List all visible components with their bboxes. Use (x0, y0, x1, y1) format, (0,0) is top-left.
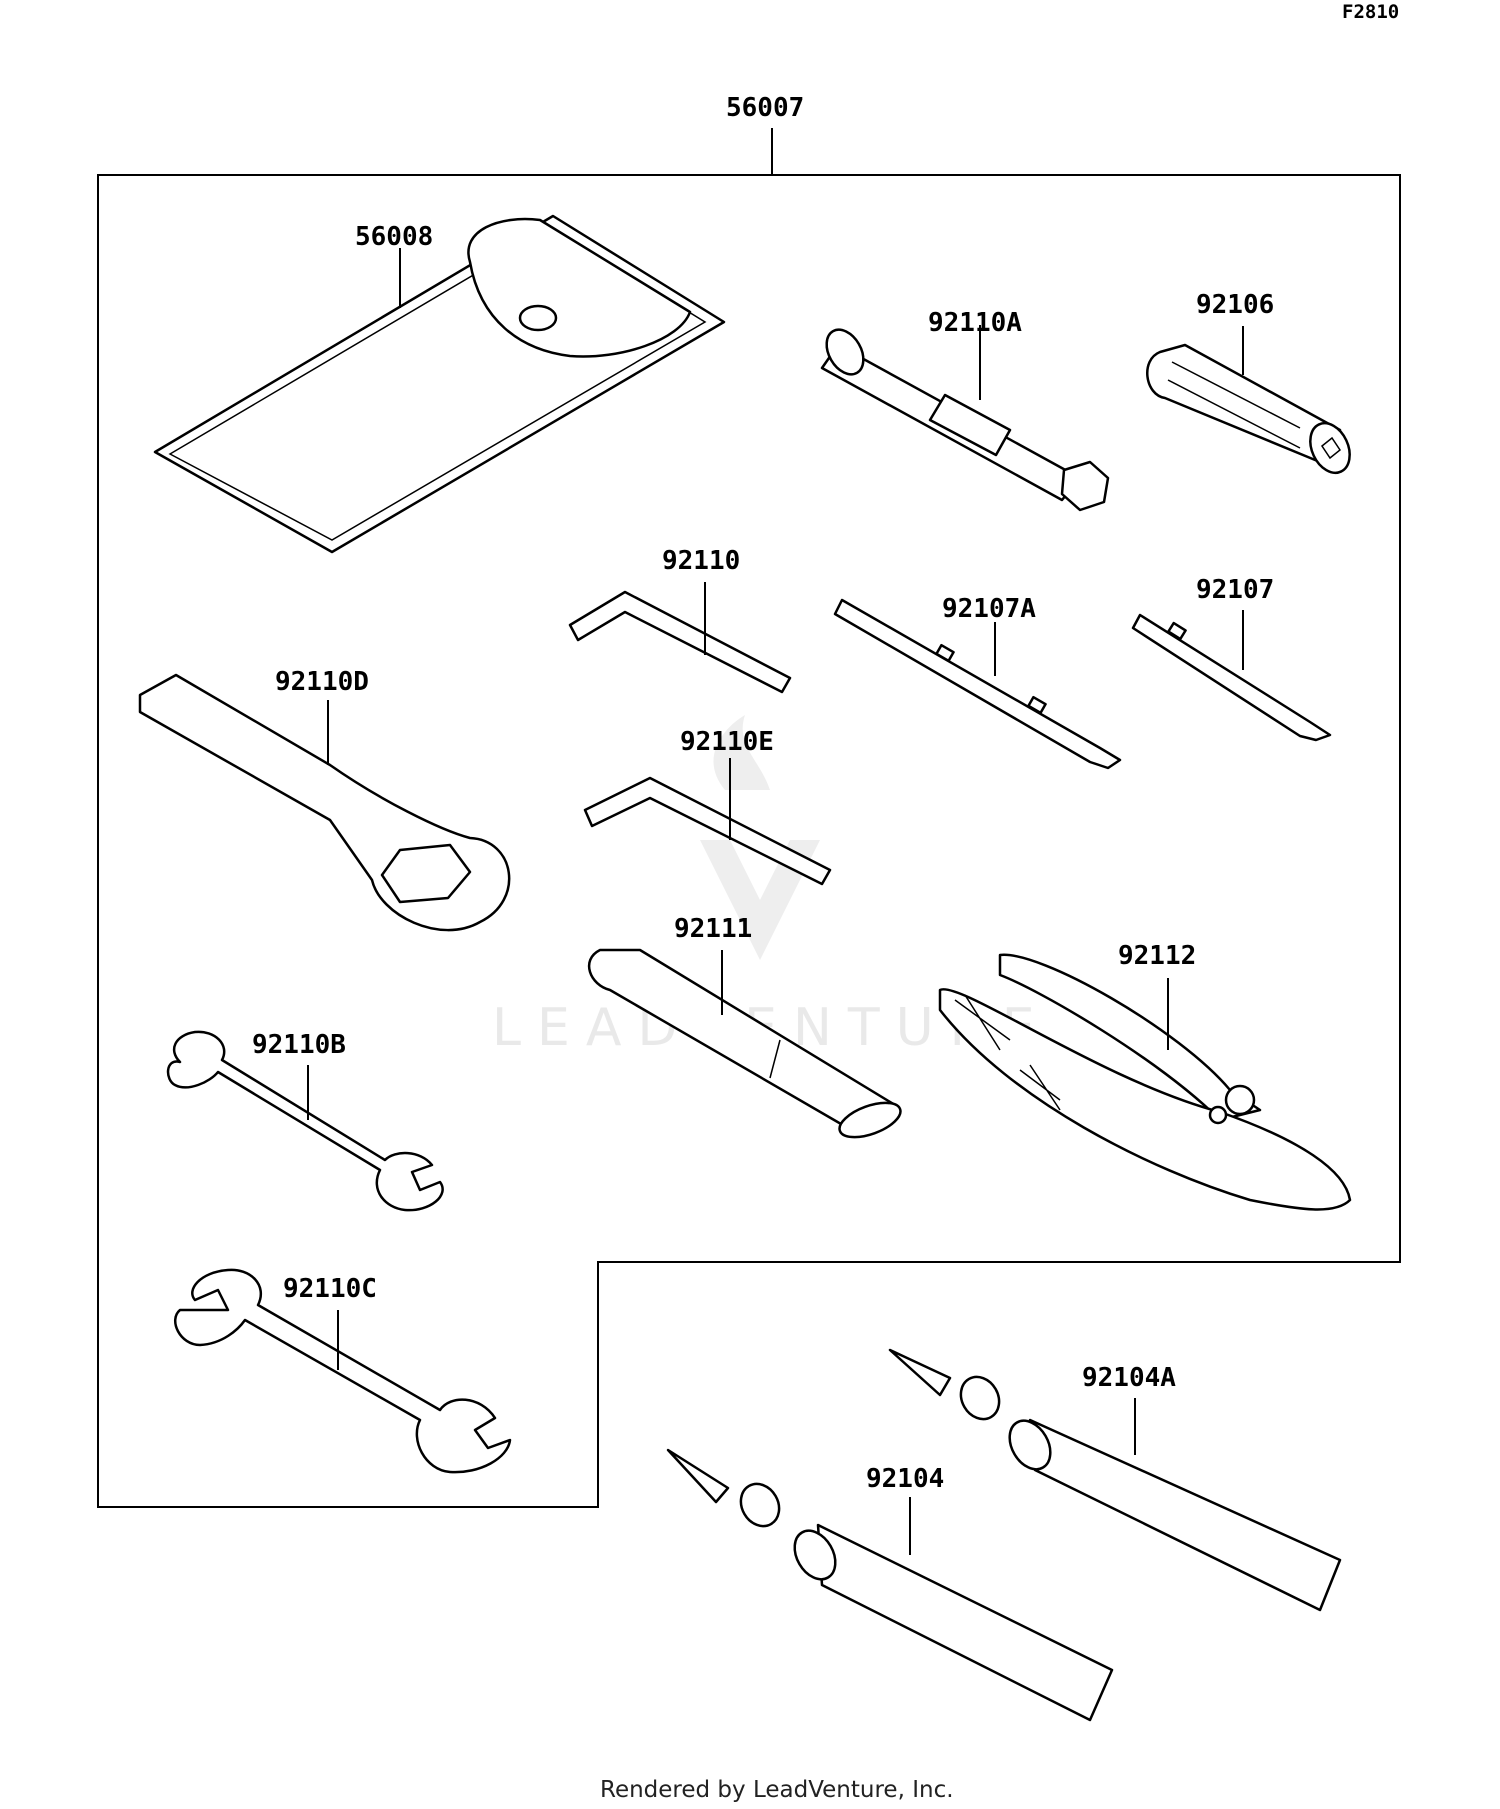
ring-spanner-92110D: 92110D (138, 667, 511, 932)
hex-key-92110E: 92110E (583, 727, 832, 886)
label-92107A: 92107A (942, 594, 1036, 624)
label-92104A: 92104A (1082, 1363, 1176, 1393)
label-92110E: 92110E (680, 727, 774, 757)
label-92110: 92110 (662, 546, 740, 576)
assembly-frame: 56007 (97, 93, 1401, 1508)
wrench-92110B: 92110B (166, 1030, 444, 1212)
hex-key-92110: 92110 (568, 546, 792, 694)
box-spanner-92110A: 92110A (820, 308, 1110, 512)
label-92110B: 92110B (252, 1030, 346, 1060)
pliers-92112: 92112 (938, 941, 1352, 1211)
tool-pouch-56008: 56008 (153, 214, 726, 554)
grease-tube-92104: 92104 (666, 1448, 1114, 1722)
extension-bar-92111: 92111 (588, 914, 902, 1139)
wrench-92110C: 92110C (174, 1268, 512, 1474)
label-92110D: 92110D (275, 667, 369, 697)
label-92112: 92112 (1118, 941, 1196, 971)
figure-code: F2810 (1342, 1, 1399, 23)
label-92110C: 92110C (283, 1274, 377, 1304)
grease-tube-92104A: 92104A (888, 1348, 1342, 1612)
label-92111: 92111 (674, 914, 752, 944)
handle-92106: 92106 (1146, 290, 1351, 475)
footer-credit: Rendered by LeadVenture, Inc. (600, 1777, 954, 1803)
screwdriver-bit-92107A: 92107A (833, 594, 1122, 770)
label-92110A: 92110A (928, 308, 1022, 338)
label-92107: 92107 (1196, 575, 1274, 605)
label-92106: 92106 (1196, 290, 1274, 320)
label-56008: 56008 (355, 222, 433, 252)
screwdriver-bit-92107: 92107 (1131, 575, 1332, 742)
label-56007: 56007 (726, 93, 804, 123)
label-92104: 92104 (866, 1464, 944, 1494)
